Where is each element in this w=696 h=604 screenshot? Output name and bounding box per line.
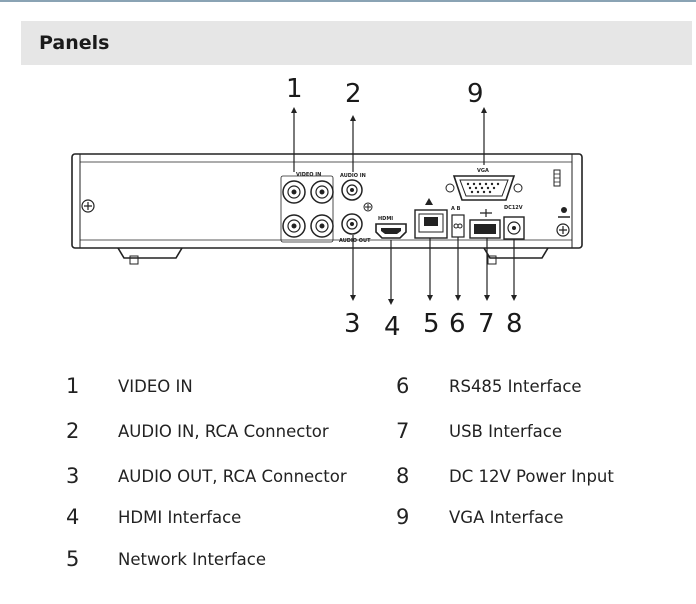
legend-label: VIDEO IN	[118, 377, 193, 396]
ground-icon	[558, 207, 570, 218]
callout-1: 1	[286, 74, 303, 104]
hdmi-port-label: HDMI	[378, 216, 393, 222]
vga-port-label: VGA	[477, 168, 489, 174]
legend-label: HDMI Interface	[118, 508, 242, 527]
right-screw-icon	[556, 223, 570, 237]
callout-6: 6	[449, 309, 466, 339]
legend-number: 6	[396, 374, 410, 398]
callout-8: 8	[506, 309, 523, 339]
audio-rca-group	[341, 179, 373, 235]
usb-port	[469, 209, 501, 239]
section-header: Panels	[21, 21, 692, 65]
legend-number: 2	[66, 419, 80, 443]
video-in-port-label: VIDEO IN	[296, 172, 321, 178]
legend-number: 1	[66, 374, 80, 398]
callout-3: 3	[344, 309, 361, 339]
callout-5: 5	[423, 309, 440, 339]
label-sticker	[553, 169, 561, 187]
audio-out-port-label: AUDIO OUT	[339, 238, 371, 244]
legend-label: Network Interface	[118, 550, 267, 569]
legend-label: VGA Interface	[449, 508, 564, 527]
dc-power-port: DC12V	[503, 205, 525, 240]
callout-7: 7	[478, 309, 495, 339]
section-title: Panels	[39, 32, 110, 54]
legend-number: 3	[66, 464, 80, 488]
legend-label: RS485 Interface	[449, 377, 582, 396]
power-port-label: DC12V	[504, 205, 523, 211]
top-rule	[0, 0, 696, 2]
legend-label: USB Interface	[449, 422, 562, 441]
callout-9: 9	[467, 79, 484, 109]
audio-in-port-label: AUDIO IN	[340, 173, 366, 179]
legend-label: AUDIO OUT, RCA Connector	[118, 467, 347, 486]
legend-number: 8	[396, 464, 410, 488]
legend-number: 9	[396, 505, 410, 529]
network-port	[414, 198, 448, 239]
callout-4: 4	[384, 312, 401, 342]
rs485-port-label: A B	[451, 206, 461, 212]
chassis	[71, 153, 583, 265]
legend-label: AUDIO IN, RCA Connector	[118, 422, 329, 441]
legend-number: 5	[66, 547, 80, 571]
legend-number: 4	[66, 505, 80, 529]
callout-2: 2	[345, 79, 362, 109]
legend-number: 7	[396, 419, 410, 443]
callout-lines	[291, 107, 517, 305]
rs485-port: A B	[451, 206, 465, 238]
legend-label: DC 12V Power Input	[449, 467, 614, 486]
video-in-bnc-group: VIDEO IN	[280, 172, 334, 243]
hdmi-port: HDMI	[375, 216, 407, 239]
left-screw-icon	[81, 199, 95, 213]
vga-port: VGA	[445, 168, 523, 201]
